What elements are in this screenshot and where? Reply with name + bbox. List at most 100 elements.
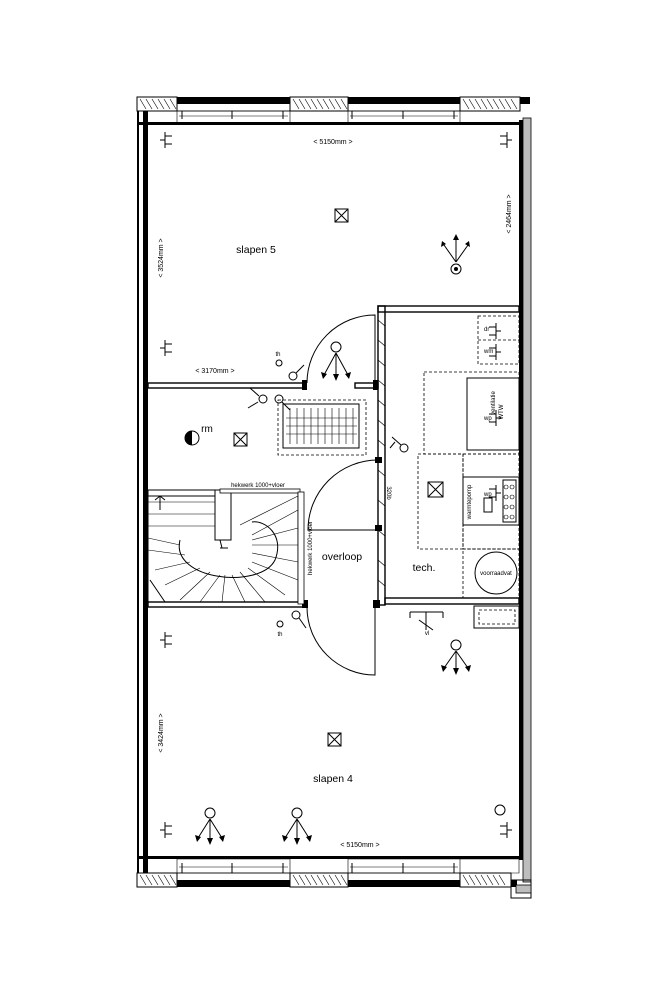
smoke-detector-icon xyxy=(184,430,200,446)
tech-floor-drain-x xyxy=(427,481,444,498)
left-wall xyxy=(143,97,148,887)
thermostat-icon xyxy=(276,620,284,628)
right-party-wall xyxy=(522,117,532,883)
voorraadvat-zone xyxy=(462,548,520,599)
warmtepomp-dots xyxy=(503,484,515,520)
label-dr: dr xyxy=(484,327,489,333)
stair-landing xyxy=(214,489,232,541)
label-rookmelder: rm xyxy=(201,424,213,435)
facade-piers-bottom xyxy=(136,858,520,888)
dim-left-bottom-depth: < 3424mm > xyxy=(158,713,165,752)
socket-icon xyxy=(160,340,172,356)
label-wm: wm xyxy=(483,349,493,355)
label-hekwerk-horizontal: hekwerk 1000+vloer xyxy=(231,483,285,489)
lamp-overloop-icon xyxy=(321,341,351,381)
left-wall-line xyxy=(137,97,139,887)
ceiling-lights xyxy=(233,208,349,747)
dim-top-width: < 5150mm > xyxy=(313,139,352,146)
jamb-6 xyxy=(375,525,382,531)
dim-bottom-width: < 5150mm > xyxy=(340,842,379,849)
dim-right-top-depth: < 2464mm > xyxy=(506,194,513,233)
bottom-wall-inner xyxy=(137,856,530,859)
stair-railing xyxy=(219,488,301,494)
vent-vl-icon xyxy=(409,611,444,631)
bottom-right-step-fill xyxy=(515,884,532,894)
pier-bottom-3 xyxy=(459,872,512,888)
window-bottom-sills xyxy=(176,858,520,874)
socket-icon xyxy=(489,485,501,501)
tech-sink xyxy=(473,605,520,629)
door-slapen4 xyxy=(306,606,376,676)
light-slapen5-icon xyxy=(334,208,349,223)
wall-tech-bottom xyxy=(384,597,520,605)
window-bottom-ticks xyxy=(181,863,455,873)
label-hekwerk-vertical: hekwerk 1000+vloer xyxy=(308,521,314,575)
staircase xyxy=(147,488,305,605)
labels: < 5150mm > < 5150mm > < 3170mm > < 3524m… xyxy=(158,139,513,849)
wall-lamp-icon xyxy=(494,804,506,816)
switches xyxy=(247,364,409,629)
hatch-grille xyxy=(286,408,357,444)
interior-walls xyxy=(147,305,520,608)
stair-outline xyxy=(147,489,299,603)
window-top-ticks xyxy=(181,111,455,119)
socket-icon xyxy=(160,822,172,838)
socket-icon xyxy=(160,132,172,148)
wp-socket-box xyxy=(483,497,493,513)
jamb-3 xyxy=(373,600,380,608)
label-th2: th xyxy=(277,632,282,638)
switch-slapen4-icon xyxy=(291,610,307,629)
label-wp1: wp xyxy=(483,416,492,422)
label-warmtepomp: warmtepomp xyxy=(467,484,473,520)
window-top-2 xyxy=(347,102,461,112)
light-slapen4-icon xyxy=(327,732,342,747)
switch-overloop-icon xyxy=(247,387,291,411)
room-overloop: overloop xyxy=(322,551,362,563)
socket-icon xyxy=(160,632,172,648)
jamb-5 xyxy=(375,457,382,463)
wall-tech-left-hatch xyxy=(377,319,386,587)
wall-slapen5-bottom-left xyxy=(147,382,307,389)
light-overloop-icon xyxy=(233,432,248,447)
pier-top-hatch xyxy=(139,98,518,110)
lamp-tech-icon xyxy=(441,639,471,675)
switch-tech-icon xyxy=(389,436,409,453)
dim-corridor-width: < 3170mm > xyxy=(195,368,234,375)
tech-sink-inner xyxy=(478,609,516,625)
warmtepomp-zone xyxy=(462,453,520,550)
jamb-1 xyxy=(302,380,307,390)
pier-bottom-hatch xyxy=(139,874,506,886)
label-vl: vl xyxy=(425,631,429,637)
attic-hatch xyxy=(277,399,367,456)
thermostats xyxy=(275,359,284,628)
label-wtw: WTW xyxy=(499,404,505,419)
socket-icon xyxy=(489,344,501,360)
stair-handrail xyxy=(148,495,215,603)
stair-treads xyxy=(147,490,299,603)
dim-left-top-depth: < 3524mm > xyxy=(158,238,165,277)
warmtepomp-panel xyxy=(502,479,517,523)
facade-piers-top xyxy=(136,96,521,125)
hatch-inner xyxy=(282,403,360,449)
socket-icon xyxy=(500,822,512,838)
dim-door-height: 320b xyxy=(385,486,391,500)
socket-icon xyxy=(489,323,501,339)
window-bottom-1 xyxy=(176,872,291,882)
tech-floor-drain xyxy=(427,481,444,498)
top-wall-inner xyxy=(137,122,530,125)
tech-zone xyxy=(417,453,464,550)
label-voorraadvat: voorraadvat xyxy=(480,571,512,577)
wall-tech-left xyxy=(377,305,386,606)
jamb-2 xyxy=(373,380,378,390)
wall-lamps xyxy=(195,234,506,845)
room-slapen4: slapen 4 xyxy=(313,773,353,785)
jamb-4 xyxy=(302,600,308,608)
window-bottom-2 xyxy=(347,872,461,882)
socket-icon xyxy=(500,132,512,148)
tech-equipment xyxy=(417,315,520,629)
doors xyxy=(306,314,379,676)
lamp-slapen5-icon xyxy=(441,234,470,275)
room-slapen5: slapen 5 xyxy=(236,244,276,256)
room-tech: tech. xyxy=(413,562,436,574)
